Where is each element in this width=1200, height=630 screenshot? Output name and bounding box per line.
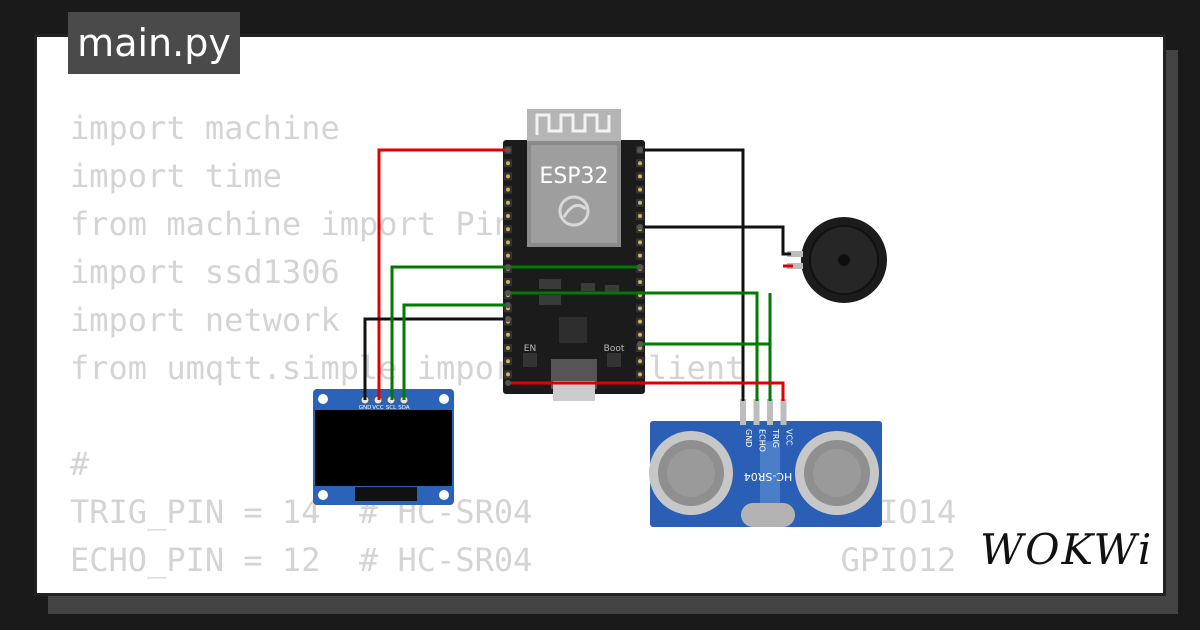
sensor-pin-label: ECHO [758,429,767,452]
wire-sensor-vcc [508,381,785,401]
sensor-pin[interactable] [780,399,787,425]
code-line: import machine [70,109,340,147]
sensor-pin[interactable] [767,399,773,425]
file-tab[interactable]: main.py [68,12,240,74]
code-line: BUZZER_PIN = 15 # GPIO15 [70,584,956,593]
oled-pin-label: GND [359,405,372,411]
oled-pin-label: SDA [398,405,410,411]
wire-buzzer-gnd [640,225,791,256]
wire-oled-vcc [377,148,508,400]
wires [363,148,793,401]
esp32-board[interactable]: ESP32 EN Boot [503,109,645,401]
wokwi-logo: WOKWi [980,525,1154,574]
buzzer[interactable] [787,217,887,303]
code-line: ECHO_PIN = 12 # HC-SR04 GPIO12 [70,541,957,579]
code-line: import ssd1306 [70,253,340,291]
code-line: # [70,445,90,483]
sensor-pin-label: VCC [785,429,794,446]
sensor-label: HC-SR04 [744,470,793,483]
en-button-label: EN [524,344,536,354]
sensor-pin-label: TRIG [771,428,780,448]
oled-pin-label: SCL [386,405,397,411]
boot-button-label: Boot [604,344,625,354]
esp32-pin-header-left[interactable] [504,146,512,379]
oled-pin-label: VCC [372,405,384,411]
wire-oled-sda [402,303,508,400]
sensor-pin-label: GND [744,429,753,447]
wire-oled-scl [390,265,508,400]
sensor-pin[interactable] [753,399,760,425]
wire-sensor-gnd [640,148,745,401]
wire-oled-gnd [363,317,508,400]
ultrasonic-sensor[interactable]: HC-SR04 GND ECHO TRIG VCC [649,399,882,527]
sensor-pin[interactable] [740,399,746,425]
code-line: import time [70,157,282,195]
wire-sensor-echo [508,291,759,401]
wire-sensor-trig [640,293,772,401]
code-line: import network [70,301,340,339]
esp32-label: ESP32 [539,164,608,189]
